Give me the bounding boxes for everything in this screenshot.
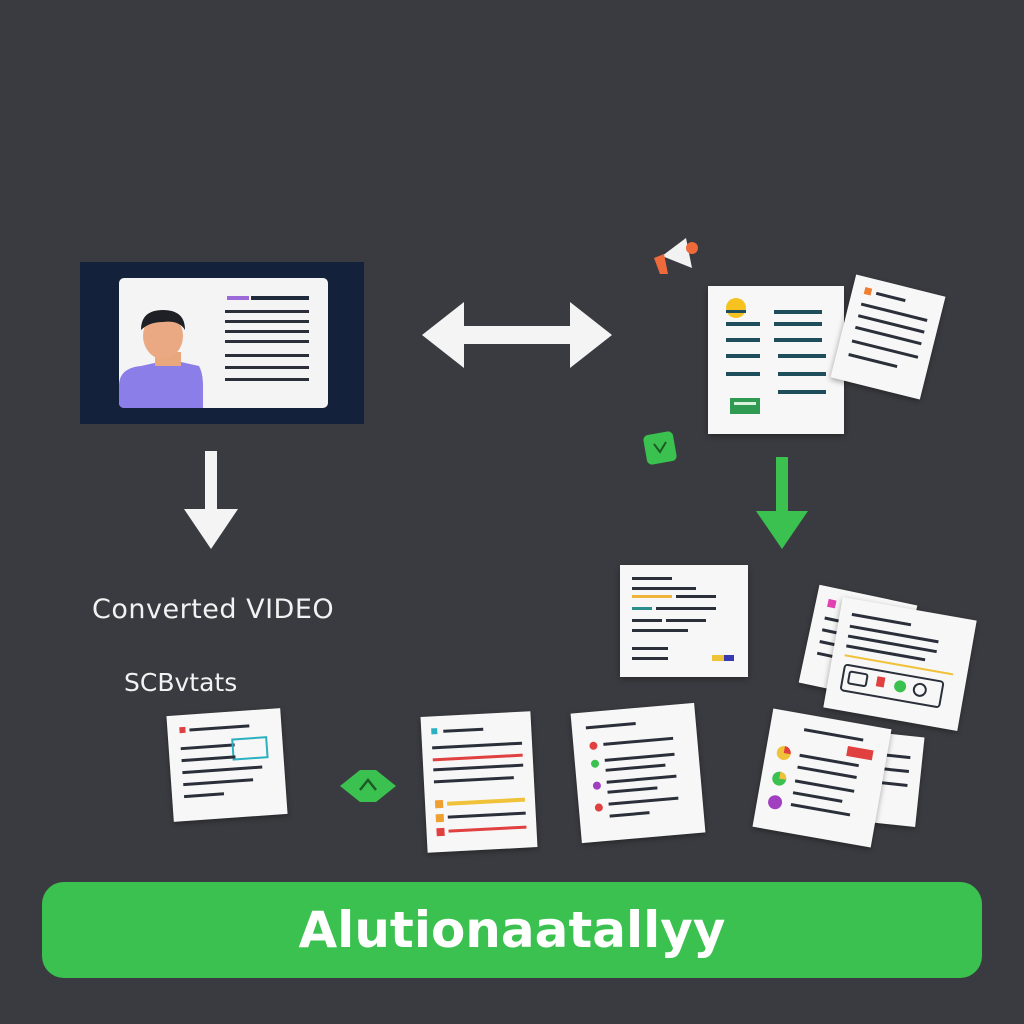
document-bottom-center[interactable] (420, 711, 538, 853)
person-avatar-icon (119, 310, 203, 408)
down-arrow-green-icon (756, 457, 808, 549)
document-side[interactable] (830, 274, 946, 400)
down-arrow-icon (184, 451, 238, 549)
subtitle-label: SCBvtats (124, 668, 238, 697)
document-stack-front[interactable] (823, 597, 977, 731)
document-bottom-left[interactable] (166, 708, 288, 822)
double-arrow-icon (422, 302, 612, 368)
primary-action-label: Alutionaatallyy (298, 901, 726, 959)
document-main[interactable] (708, 286, 844, 434)
primary-action-bar[interactable]: Alutionaatallyy (42, 882, 982, 978)
profile-card-graphic (119, 296, 309, 408)
video-profile-card (119, 278, 328, 408)
converted-video-label: Converted VIDEO (92, 594, 335, 625)
document-middle[interactable] (620, 565, 748, 677)
document-far-right[interactable] (752, 708, 892, 848)
document-bottom-right[interactable] (570, 702, 706, 844)
megaphone-icon (652, 234, 702, 280)
check-tile-icon[interactable] (642, 430, 678, 470)
chevron-tile-icon[interactable] (340, 768, 396, 808)
